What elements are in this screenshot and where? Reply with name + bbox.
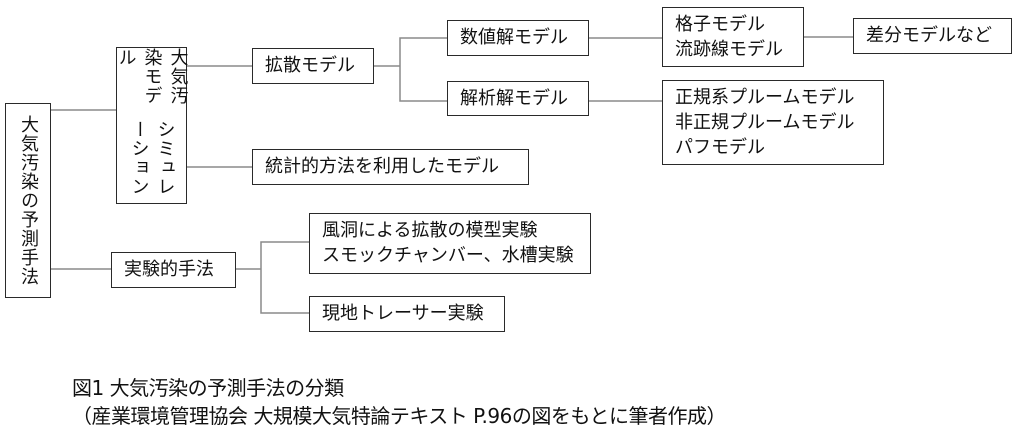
- root-node: 大気汚染の予測手法: [5, 103, 51, 298]
- difference-models-node: 差分モデルなど: [853, 18, 1012, 54]
- trajectory-model-line: 流跡線モデル: [675, 39, 783, 60]
- smog-chamber-line: スモックチャンバー、水槽実験: [322, 245, 574, 266]
- gaussian-plume-line: 正規系プルームモデル: [675, 87, 855, 108]
- difference-models-label: 差分モデルなど: [866, 25, 992, 46]
- figure-caption: 図1 大気汚染の予測手法の分類 （産業環境管理協会 大規模大気特論テキスト P.…: [72, 374, 726, 430]
- caption-source: （産業環境管理協会 大規模大気特論テキスト P.96の図をもとに筆者作成）: [72, 404, 726, 428]
- plume-models-node: 正規系プルームモデル 非正規プルームモデル パフモデル: [662, 80, 884, 165]
- simulation-line-2: シミュレーション: [128, 120, 176, 197]
- diffusion-model-label: 拡散モデル: [265, 55, 355, 76]
- statistical-model-label: 統計的方法を利用したモデル: [265, 156, 499, 177]
- experimental-label: 実験的手法: [124, 259, 214, 280]
- analytical-model-node: 解析解モデル: [447, 81, 589, 116]
- root-node-label: 大気汚染の予測手法: [18, 115, 39, 286]
- non-gaussian-plume-line: 非正規プルームモデル: [675, 112, 855, 133]
- simulation-node: 大気汚染モデル シミュレーション: [116, 47, 189, 204]
- grid-models-node: 格子モデル 流跡線モデル: [662, 7, 804, 67]
- field-tracer-label: 現地トレーサー実験: [322, 303, 484, 324]
- wind-tunnel-line: 風洞による拡散の模型実験: [322, 220, 538, 241]
- statistical-model-node: 統計的方法を利用したモデル: [252, 149, 529, 185]
- wind-tunnel-node: 風洞による拡散の模型実験 スモックチャンバー、水槽実験: [309, 213, 591, 274]
- simulation-line-1: 大気汚染モデル: [115, 48, 189, 105]
- connector-branch-numerical: [399, 37, 447, 102]
- puff-model-line: パフモデル: [675, 137, 765, 158]
- grid-model-line: 格子モデル: [675, 14, 765, 35]
- caption-title: 図1 大気汚染の予測手法の分類: [72, 376, 344, 400]
- analytical-model-label: 解析解モデル: [460, 87, 568, 109]
- experimental-node: 実験的手法: [111, 252, 236, 288]
- field-tracer-node: 現地トレーサー実験: [309, 296, 505, 332]
- numerical-model-label: 数値解モデル: [460, 27, 568, 48]
- connector-branch-experiments: [260, 241, 309, 314]
- numerical-model-node: 数値解モデル: [447, 20, 589, 56]
- diffusion-model-node: 拡散モデル: [252, 48, 374, 84]
